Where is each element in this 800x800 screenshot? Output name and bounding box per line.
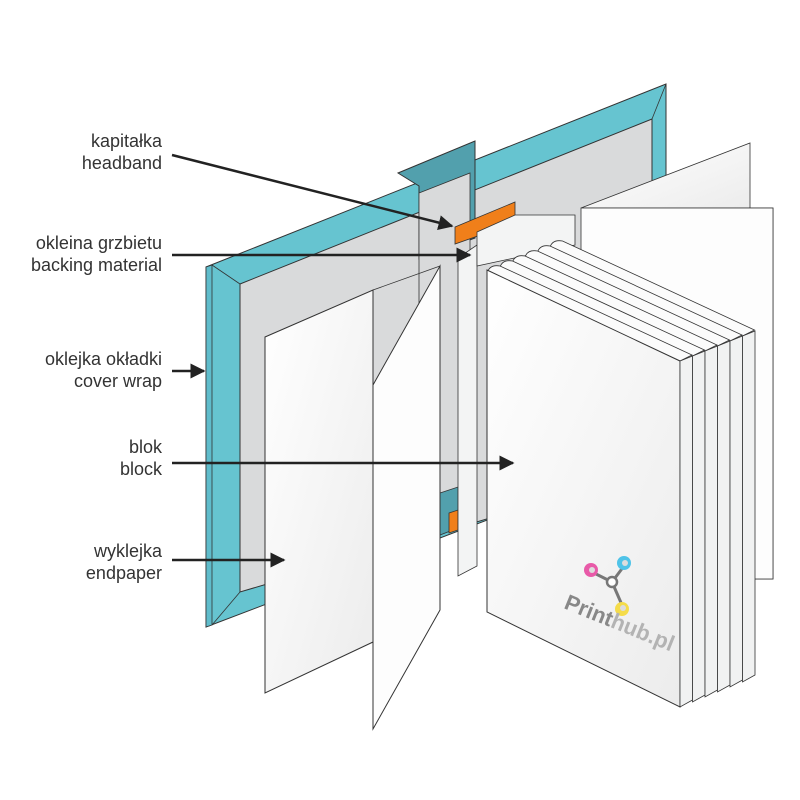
callout-arrows xyxy=(171,153,515,568)
label-headband: kapitałka headband xyxy=(82,130,162,174)
arrow-headband xyxy=(171,153,454,230)
label-headband-pl: kapitałka xyxy=(90,131,162,151)
label-endpaper-pl: wyklejka xyxy=(93,541,162,561)
backing-material xyxy=(457,244,478,577)
label-backing-material: okleina grzbietu backing material xyxy=(31,232,162,276)
label-block-en: block xyxy=(119,459,162,479)
label-cover-en: cover wrap xyxy=(73,371,162,391)
block-page-edge xyxy=(729,335,743,688)
cover-edge-left xyxy=(205,264,213,628)
label-backing-en: backing material xyxy=(30,255,162,275)
label-endpaper-en: endpaper xyxy=(85,563,162,583)
label-cover-wrap: oklejka okładki cover wrap xyxy=(45,348,162,392)
block-page-edge xyxy=(679,355,693,708)
block-page-edge xyxy=(717,340,731,693)
label-cover-pl: oklejka okładki xyxy=(44,349,162,369)
block-page-edge xyxy=(692,350,706,703)
headband-bottom xyxy=(448,509,459,534)
label-headband-en: headband xyxy=(81,153,162,173)
label-endpaper: wyklejka endpaper xyxy=(86,540,162,584)
block-page-edge xyxy=(742,330,756,683)
label-block: blok block xyxy=(120,436,162,480)
endpaper-left-leaf xyxy=(264,289,374,694)
label-block-pl: blok xyxy=(128,437,162,457)
text-block xyxy=(486,240,756,708)
label-backing-pl: okleina grzbietu xyxy=(35,233,162,253)
block-page-edge xyxy=(704,345,718,698)
endpaper-left-fold xyxy=(372,264,441,731)
endpaper-left xyxy=(264,264,441,731)
